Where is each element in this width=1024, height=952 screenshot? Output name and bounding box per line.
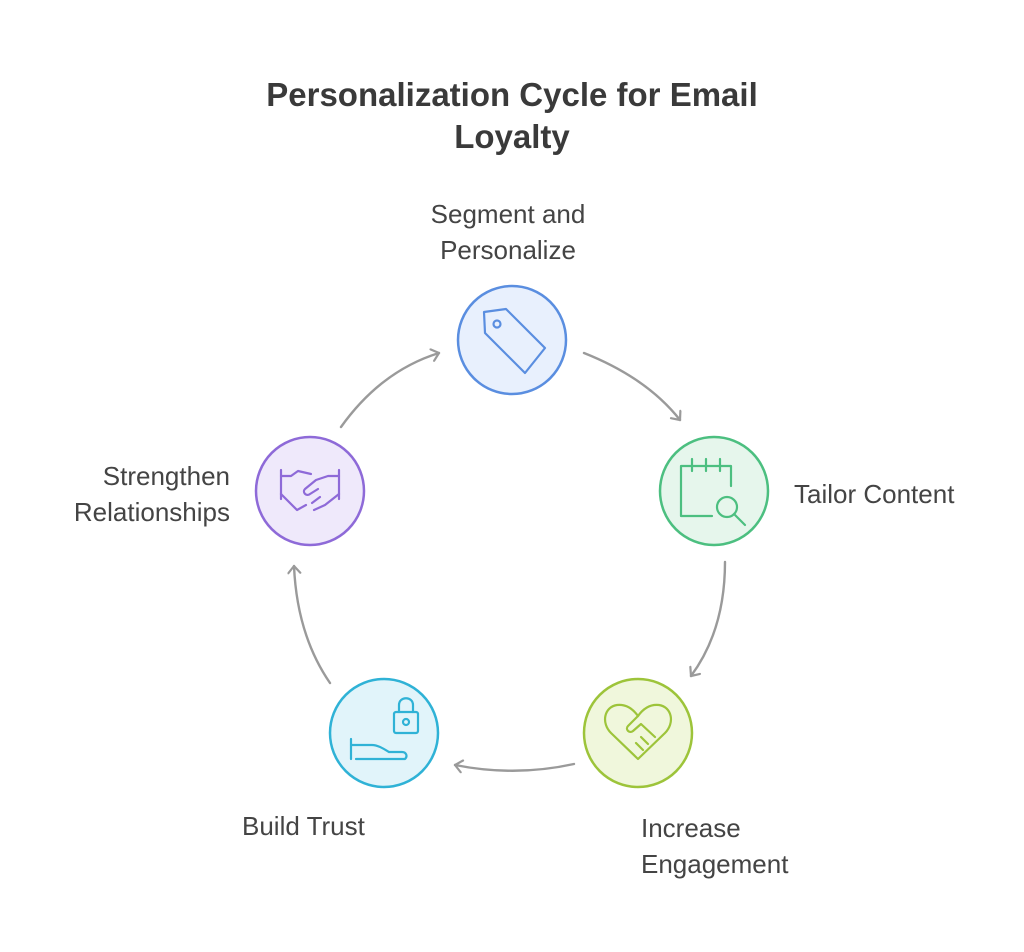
step-circle bbox=[328, 677, 440, 789]
tag-icon bbox=[482, 307, 547, 375]
calendar-search-icon bbox=[679, 457, 747, 527]
label-line-1: Increase bbox=[641, 813, 741, 843]
arrow-tailor-to-engagement bbox=[691, 560, 727, 678]
step-circle bbox=[254, 435, 366, 547]
step-circle bbox=[582, 677, 694, 789]
step-label-increase-engagement: Increase Engagement bbox=[641, 810, 788, 882]
label-line-1: Tailor Content bbox=[794, 479, 955, 509]
diagram-title: Personalization Cycle for Email Loyalty bbox=[0, 74, 1024, 158]
arrow-segment-to-tailor bbox=[582, 351, 680, 422]
cycle-arrows bbox=[294, 351, 727, 771]
arrow-engagement-to-trust bbox=[453, 764, 576, 771]
heart-handshake-icon bbox=[603, 703, 673, 761]
step-segment-personalize bbox=[456, 284, 568, 396]
step-label-tailor-content: Tailor Content bbox=[794, 476, 954, 512]
step-strengthen-relationships bbox=[254, 435, 366, 547]
step-build-trust bbox=[328, 677, 440, 789]
step-tailor-content bbox=[658, 435, 770, 547]
arrow-trust-to-strengthen bbox=[294, 564, 332, 685]
title-line-2: Loyalty bbox=[454, 118, 570, 155]
step-label-segment-personalize: Segment and Personalize bbox=[0, 196, 1016, 268]
hand-lock-icon bbox=[349, 697, 420, 761]
step-circle bbox=[658, 435, 770, 547]
arrow-strengthen-to-segment bbox=[339, 353, 441, 429]
label-line-2: Relationships bbox=[73, 497, 230, 527]
title-line-1: Personalization Cycle for Email bbox=[266, 76, 758, 113]
step-increase-engagement bbox=[582, 677, 694, 789]
step-label-strengthen-relationships: Strengthen Relationships bbox=[30, 458, 230, 530]
step-circle bbox=[456, 284, 568, 396]
label-line-2: Personalize bbox=[440, 235, 576, 265]
label-line-1: Strengthen bbox=[102, 461, 230, 491]
label-line-1: Build Trust bbox=[242, 811, 365, 841]
label-line-1: Segment and bbox=[430, 199, 586, 229]
step-label-build-trust: Build Trust bbox=[242, 808, 365, 844]
handshake-icon bbox=[279, 468, 341, 512]
label-line-2: Engagement bbox=[641, 849, 789, 879]
